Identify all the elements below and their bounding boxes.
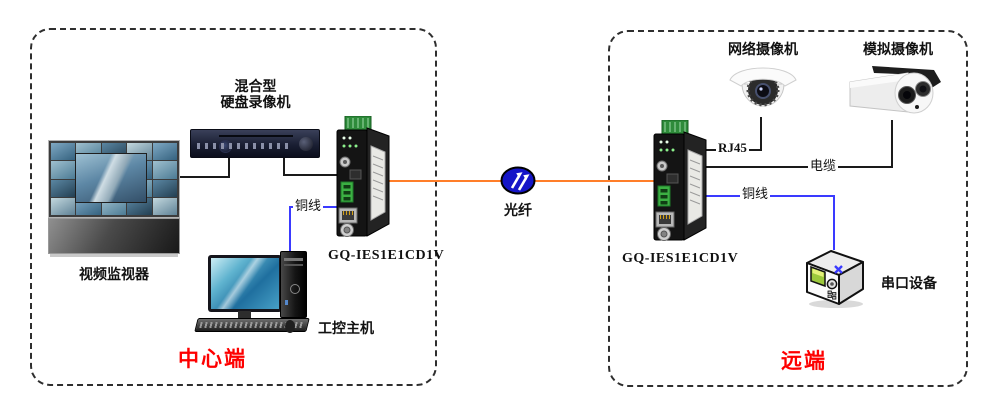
dvr-converter-line-h bbox=[283, 174, 337, 176]
pc-mouse bbox=[285, 320, 295, 333]
cable-line-label: 电缆 bbox=[808, 158, 839, 173]
rj45-line-v bbox=[760, 117, 762, 151]
hybrid-dvr-device bbox=[190, 129, 320, 158]
monitor-dvr-line-h bbox=[178, 176, 230, 178]
cable-line-h bbox=[706, 166, 893, 168]
pc-monitor-stand bbox=[238, 311, 251, 320]
cable-line-v bbox=[891, 120, 893, 168]
serial-device-label: 串口设备 bbox=[881, 277, 937, 292]
remote-copper-line-label: 铜线 bbox=[740, 186, 771, 201]
center-converter-model-label: GQ-IES1E1CD1V bbox=[328, 248, 445, 263]
video-wall-main-image bbox=[75, 153, 147, 203]
center-copper-line-label: 铜线 bbox=[293, 198, 324, 213]
center-zone-label: 中心端 bbox=[178, 348, 247, 371]
serial-device-illustration bbox=[806, 250, 864, 308]
pc-monitor bbox=[208, 255, 282, 312]
serial-copper-line-h bbox=[706, 195, 835, 197]
serial-copper-line-v bbox=[833, 195, 835, 250]
network-camera-illustration bbox=[729, 67, 797, 107]
dvr-label-line1: 混合型 bbox=[234, 80, 277, 95]
pc-converter-copper-line-v bbox=[289, 206, 291, 252]
center-media-converter-illustration bbox=[336, 116, 390, 237]
fiber-link-label: 光纤 bbox=[504, 204, 532, 219]
video-wall-monitor bbox=[48, 140, 180, 258]
video-wall-base bbox=[50, 254, 178, 257]
dvr-label: 混合型 硬盘录像机 bbox=[183, 80, 328, 112]
monitor-label: 视频监视器 bbox=[79, 268, 149, 283]
pc-label: 工控主机 bbox=[318, 322, 374, 337]
dvr-label-line2: 硬盘录像机 bbox=[220, 96, 291, 111]
network-camera-label: 网络摄像机 bbox=[728, 43, 798, 58]
analog-camera-label: 模拟摄像机 bbox=[863, 43, 933, 58]
remote-media-converter-illustration bbox=[653, 120, 707, 241]
remote-converter-model-label: GQ-IES1E1CD1V bbox=[622, 251, 739, 266]
dvr-converter-line-v bbox=[283, 158, 285, 176]
rj45-line-label: RJ45 bbox=[716, 140, 749, 155]
pc-tower bbox=[280, 251, 307, 318]
remote-zone-box bbox=[608, 30, 968, 387]
analog-camera-illustration bbox=[849, 66, 941, 114]
video-wall-cabinet bbox=[48, 218, 180, 254]
center-zone-box bbox=[30, 28, 437, 386]
monitor-dvr-line-v bbox=[228, 158, 230, 178]
remote-zone-label: 远端 bbox=[781, 350, 827, 373]
fiber-node-icon bbox=[500, 166, 536, 195]
